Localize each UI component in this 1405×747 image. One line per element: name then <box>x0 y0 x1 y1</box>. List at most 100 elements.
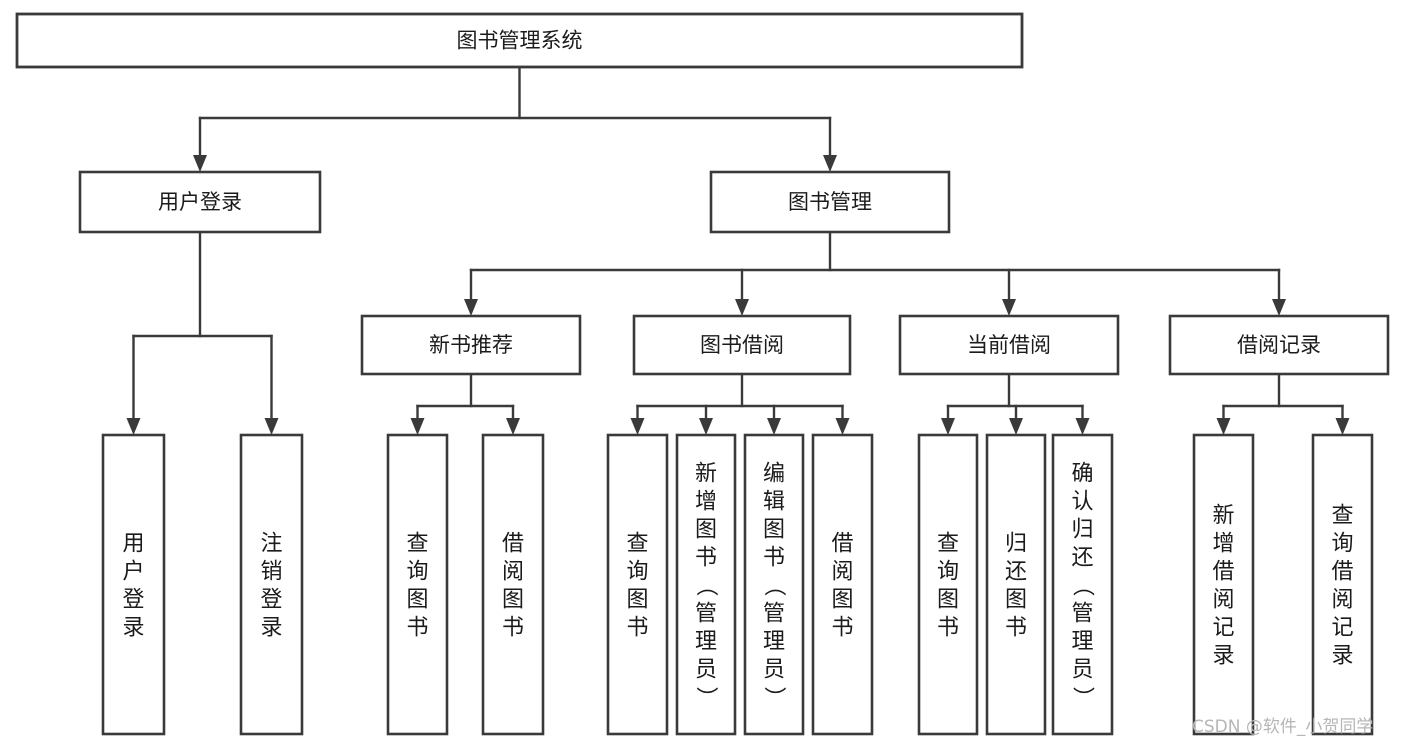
svg-text:员: 员 <box>763 657 785 682</box>
node-label-root: 图书管理系统 <box>457 29 583 53</box>
svg-text:书: 书 <box>1005 615 1027 640</box>
svg-text:书: 书 <box>626 615 648 640</box>
svg-text:录: 录 <box>1212 643 1234 668</box>
node-box-book-borrow[interactable] <box>632 314 852 376</box>
node-root[interactable]: 图书管理系统 <box>15 12 1024 69</box>
node-box-leaf-user-login[interactable] <box>101 433 166 736</box>
svg-text:图: 图 <box>626 587 648 612</box>
svg-text:借: 借 <box>502 531 524 556</box>
node-current-borrow[interactable]: 当前借阅 <box>898 314 1120 376</box>
svg-text:理: 理 <box>763 629 785 654</box>
svg-text:还: 还 <box>1005 559 1027 584</box>
node-box-leaf-edit-book-admin[interactable] <box>743 433 805 736</box>
node-box-leaf-query-book-current[interactable] <box>917 433 979 736</box>
edge-group-root-level2 <box>193 65 837 172</box>
node-new-book-recommend[interactable]: 新书推荐 <box>360 314 582 376</box>
svg-text:员: 员 <box>695 657 717 682</box>
node-label-leaf-user-login: 用户登录 <box>122 531 144 640</box>
svg-text:图: 图 <box>695 517 717 542</box>
svg-text:阅: 阅 <box>502 559 524 584</box>
svg-text:查: 查 <box>937 531 959 556</box>
node-leaf-user-login[interactable]: 用户登录 <box>101 433 166 736</box>
node-borrow-record[interactable]: 借阅记录 <box>1168 314 1390 376</box>
node-label-new-book-recommend: 新书推荐 <box>429 333 513 357</box>
svg-text:登: 登 <box>260 587 282 612</box>
svg-text:图: 图 <box>763 517 785 542</box>
node-box-leaf-return-book[interactable] <box>985 433 1047 736</box>
svg-text:阅: 阅 <box>831 559 853 584</box>
edge-arrow-leaf-user-login <box>126 418 141 435</box>
node-box-borrow-record[interactable] <box>1168 314 1390 376</box>
node-box-leaf-query-book-recommend[interactable] <box>386 433 449 736</box>
svg-text:查: 查 <box>626 531 648 556</box>
edge-group-book-borrow-leaves <box>630 372 850 435</box>
node-user-login[interactable]: 用户登录 <box>78 170 322 234</box>
edge-arrow-leaf-user-logout <box>264 418 279 435</box>
node-box-leaf-borrow-book[interactable] <box>811 433 874 736</box>
node-box-user-login[interactable] <box>78 170 322 234</box>
svg-text:图: 图 <box>406 587 428 612</box>
edge-group-borrow-record-leaves <box>1216 372 1350 435</box>
node-label-user-login: 用户登录 <box>158 190 242 214</box>
svg-text:询: 询 <box>626 559 648 584</box>
svg-text:阅: 阅 <box>1331 587 1353 612</box>
node-box-book-management[interactable] <box>709 170 951 234</box>
edge-arrow-leaf-borrow-book <box>835 418 850 435</box>
node-box-leaf-confirm-return-admin[interactable] <box>1051 433 1114 736</box>
svg-text:（: （ <box>1070 574 1095 596</box>
svg-text:）: ） <box>761 686 786 708</box>
svg-text:新: 新 <box>695 461 717 486</box>
edge-arrow-leaf-query-book-recommend <box>410 418 425 435</box>
node-box-leaf-query-book-borrow[interactable] <box>606 433 669 736</box>
node-box-leaf-borrow-book-recommend[interactable] <box>481 433 545 736</box>
svg-text:询: 询 <box>1331 531 1353 556</box>
svg-text:新: 新 <box>1212 503 1234 528</box>
svg-text:图: 图 <box>831 587 853 612</box>
node-box-root[interactable] <box>15 12 1024 69</box>
edge-arrow-leaf-add-book-admin <box>699 418 713 435</box>
node-book-management[interactable]: 图书管理 <box>709 170 951 234</box>
edge-arrow-leaf-edit-book-admin <box>767 418 781 435</box>
edge-arrow-current-borrow <box>1002 299 1016 316</box>
svg-text:（: （ <box>761 574 786 596</box>
svg-text:书: 书 <box>695 545 717 570</box>
node-box-leaf-user-logout[interactable] <box>239 433 304 736</box>
node-box-leaf-add-borrow-record[interactable] <box>1192 433 1255 736</box>
svg-text:编: 编 <box>763 461 785 486</box>
node-box-current-borrow[interactable] <box>898 314 1120 376</box>
svg-text:理: 理 <box>1071 629 1093 654</box>
svg-text:询: 询 <box>937 559 959 584</box>
svg-text:（: （ <box>693 574 718 596</box>
node-box-new-book-recommend[interactable] <box>360 314 582 376</box>
node-box-leaf-add-book-admin[interactable] <box>675 433 737 736</box>
node-label-borrow-record: 借阅记录 <box>1237 333 1321 357</box>
edge-arrow-book-borrow <box>735 299 749 316</box>
svg-text:录: 录 <box>122 615 144 640</box>
node-box-leaf-query-borrow-record[interactable] <box>1311 433 1374 736</box>
node-label-current-borrow: 当前借阅 <box>967 333 1051 357</box>
svg-text:记: 记 <box>1212 615 1234 640</box>
edge-arrow-book-management <box>823 155 837 172</box>
node-book-borrow[interactable]: 图书借阅 <box>632 314 852 376</box>
svg-text:）: ） <box>693 686 718 708</box>
